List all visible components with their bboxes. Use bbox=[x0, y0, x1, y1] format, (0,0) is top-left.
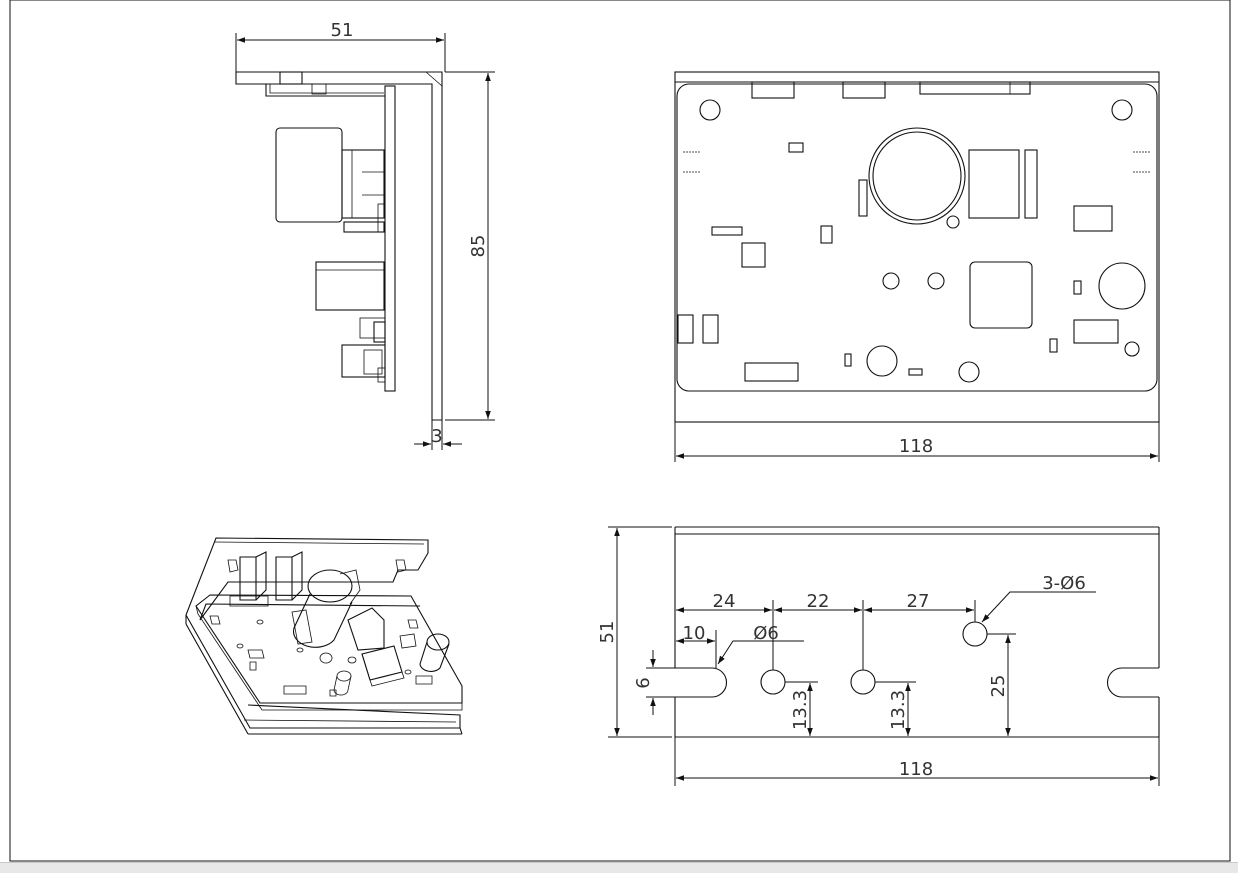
bottom-view bbox=[608, 526, 1160, 786]
top-length-dim: 118 bbox=[899, 436, 933, 457]
status-bar bbox=[0, 862, 1238, 873]
hole-height-dim-3: 25 bbox=[988, 675, 1009, 698]
holes-count-label: 3-Ø6 bbox=[1042, 573, 1086, 594]
hole-height-dim-1: 13.3 bbox=[790, 690, 811, 730]
side-view bbox=[235, 33, 495, 450]
slot-width-dim: 6 bbox=[633, 677, 654, 688]
sheet-border bbox=[9, 0, 1231, 862]
pitch-dim-2: 22 bbox=[807, 591, 830, 612]
hole-height-dim-2: 13.3 bbox=[888, 690, 909, 730]
pitch-dim-3: 27 bbox=[907, 591, 930, 612]
top-view bbox=[674, 71, 1160, 462]
pitch-dim-1: 24 bbox=[713, 591, 736, 612]
bottom-length-dim: 118 bbox=[899, 759, 933, 780]
isometric-view bbox=[185, 537, 463, 735]
hole-diameter-label: Ø6 bbox=[753, 623, 779, 644]
side-height-dim: 85 bbox=[468, 235, 489, 258]
bottom-height-dim: 51 bbox=[597, 621, 618, 644]
slot-depth-dim: 10 bbox=[683, 623, 706, 644]
side-thickness-dim: 3 bbox=[431, 426, 442, 447]
side-width-dim: 51 bbox=[331, 20, 354, 41]
